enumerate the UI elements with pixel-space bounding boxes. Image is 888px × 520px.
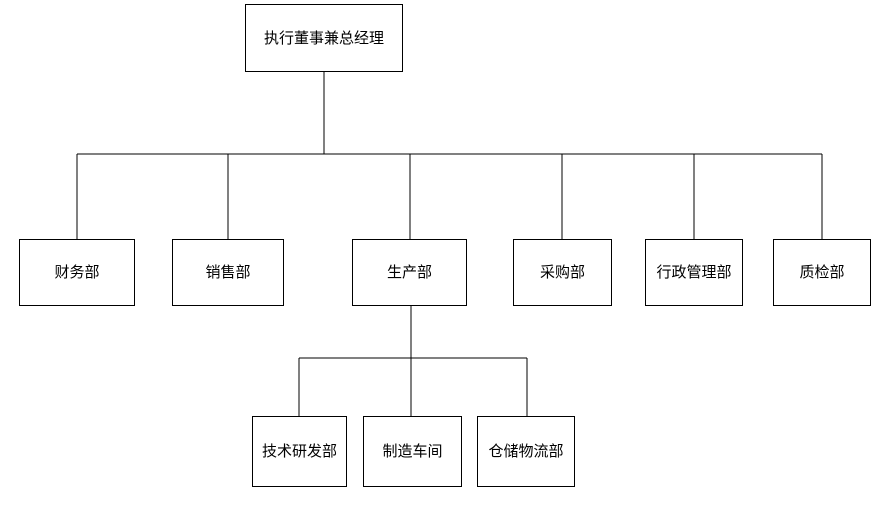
org-node-admin: 行政管理部: [645, 239, 743, 306]
org-node-label: 财务部: [54, 263, 100, 281]
org-node-rd: 技术研发部: [252, 416, 347, 487]
org-node-root: 执行董事兼总经理: [245, 4, 403, 72]
org-node-finance: 财务部: [19, 239, 135, 306]
org-node-label: 销售部: [205, 263, 251, 281]
org-node-logistics: 仓储物流部: [477, 416, 575, 487]
org-node-label: 制造车间: [382, 442, 443, 460]
org-node-label: 采购部: [539, 263, 585, 281]
org-node-production: 生产部: [352, 239, 467, 306]
org-node-label: 技术研发部: [261, 442, 337, 460]
org-node-label: 行政管理部: [656, 263, 732, 281]
org-node-label: 质检部: [799, 263, 845, 281]
org-node-sales: 销售部: [172, 239, 284, 306]
org-node-quality: 质检部: [773, 239, 871, 306]
org-node-purchasing: 采购部: [513, 239, 612, 306]
org-node-label: 执行董事兼总经理: [263, 28, 384, 47]
org-node-label: 仓储物流部: [488, 442, 564, 460]
org-node-workshop: 制造车间: [363, 416, 462, 487]
org-node-label: 生产部: [386, 263, 432, 281]
